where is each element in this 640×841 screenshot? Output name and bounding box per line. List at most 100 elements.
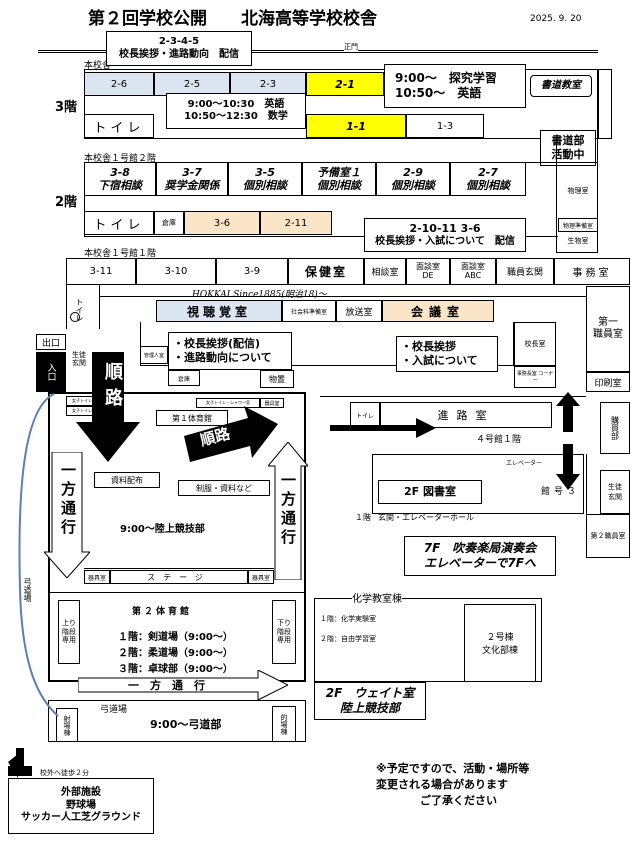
- down-arrow: [556, 444, 580, 490]
- elevator-hall: 玄関・エレベーターホール: [378, 513, 474, 522]
- stairs-up: 上り 階段 専用: [58, 600, 80, 664]
- one-way-label-left: 一方通行: [59, 462, 77, 538]
- principal-room: 校長室: [514, 322, 556, 366]
- walk-label: 校外へ徒歩２分: [40, 769, 89, 777]
- gym2-floor1: １階：剣道場（9:00～）: [118, 632, 233, 643]
- archery-field-label: 弓道場: [100, 705, 128, 715]
- route-arrow-diagonal: [184, 406, 278, 462]
- toilet-icon: [70, 312, 80, 322]
- consultation-room: 相談室: [364, 258, 406, 285]
- gym1-label: 第１体育館: [156, 410, 228, 426]
- conference-room: 会議室: [382, 300, 494, 322]
- room-3-10: 3-10: [136, 258, 216, 285]
- interview-room-de: 面談室 DE: [406, 258, 450, 285]
- student-entrance-west: 生徒 玄関: [72, 351, 86, 367]
- staff-room-2: 第２職員室: [586, 514, 630, 558]
- room-2-5: 2-5: [154, 72, 230, 96]
- room-2-11: 2-11: [260, 211, 332, 235]
- library: 2F 図書室: [378, 480, 482, 504]
- gym2-floor3: ３階：卓球部（9:00～）: [118, 664, 233, 675]
- callout-calligraphy-club: 書道部活動中: [540, 130, 596, 166]
- entrance-label: 入口: [36, 352, 66, 392]
- archery-path-line: [18, 393, 59, 717]
- career-room: 進路室: [380, 402, 552, 428]
- room-3-11: 3-11: [66, 258, 136, 285]
- bldg3-label: ３ 号 館: [539, 486, 575, 495]
- chem-title: 化学教室棟: [352, 590, 402, 605]
- chem-floor1: １階：化学実験室: [320, 615, 376, 623]
- archery-side-label: 弓道場: [23, 578, 32, 602]
- archery-outline: [48, 700, 306, 742]
- student-entrance-east: 生徒 玄関: [600, 470, 630, 514]
- stairs-down: 下り 階段 専用: [272, 600, 296, 664]
- callout-weight-room: 2F ウェイト室陸上競技部: [314, 682, 426, 720]
- elevator-label: エレベーター: [506, 460, 543, 467]
- east-wall: [586, 454, 600, 514]
- date-label: 2025. 9. 20: [530, 14, 582, 24]
- track-event-gym1: 9:00～陸上競技部: [120, 524, 205, 535]
- floor3-building-label: 本校舎: [84, 61, 112, 71]
- nurse-room: 保健室: [288, 258, 364, 285]
- target-range: 的場棟: [272, 706, 296, 742]
- biology-room: 生物室: [558, 233, 598, 249]
- office: 事務室: [554, 258, 630, 285]
- uniform-materials: 制服・資料など: [178, 480, 270, 496]
- building-2-culture: ２号棟 文化部棟: [464, 604, 536, 682]
- broadcast-room: 放送室: [336, 300, 382, 322]
- room-1-1: 1-1: [306, 114, 406, 138]
- outside-arrow: [8, 748, 32, 778]
- inner-block: [140, 322, 514, 366]
- room-2-6: 2-6: [84, 72, 154, 96]
- callout-brass-band: 7F 吹奏楽局演奏会エレベーターで7Fへ: [404, 536, 556, 576]
- callout-conference: ・校長挨拶・入試について: [396, 336, 498, 372]
- floor3-outline: [84, 69, 598, 139]
- hokkai-banner: HOKKAI Since1885(明治18)～: [192, 290, 327, 300]
- toilet-vertical: トイレ: [75, 298, 84, 322]
- room-3-6: 3-6: [184, 211, 260, 235]
- career-corridor: [320, 396, 586, 397]
- materials-distribution: 資料配布: [94, 472, 160, 488]
- one-way-label-horizontal: 一 方 通 行: [128, 679, 205, 692]
- archery-event: 9:00～弓道部: [150, 718, 222, 731]
- one-way-arrow-right: [268, 442, 308, 580]
- calligraphy-room: 書道教室: [530, 75, 592, 97]
- chem-outline: [314, 598, 542, 682]
- interview-room-abc: 面談室 ABC: [450, 258, 496, 285]
- main-gate-label: 正門: [344, 42, 358, 52]
- corridor-line: [100, 296, 586, 297]
- bldg4-label: ４号館１階: [476, 435, 522, 445]
- bldg3-1f-label: １階: [355, 513, 371, 522]
- floor3-right-wing: [598, 69, 612, 139]
- floor3-label: 3階: [55, 100, 78, 115]
- toilet-shower: 女子トイレ・シャワー室: [196, 398, 260, 408]
- one-way-arrow-left: [44, 452, 90, 578]
- gym-floor-divider: [48, 592, 306, 593]
- outer-wall-left: [66, 285, 100, 329]
- gym2-floor2: ２階：柔道場（9:00～）: [118, 648, 233, 659]
- one-way-arrow-horizontal: [78, 670, 288, 700]
- social-prep-room: 社会科準備室: [282, 300, 336, 322]
- external-facilities: 外部施設野球場サッカー人工芝グラウンド: [8, 778, 154, 834]
- room-2-1: 2-1: [306, 72, 384, 96]
- storage-small: 倉庫: [168, 370, 200, 386]
- floor2-building-label: 本校舎１号館２階: [84, 154, 157, 164]
- stage-line: [84, 568, 274, 569]
- route-label-1: 順路: [102, 362, 123, 414]
- note-line-2: 変更される場合があります: [376, 778, 508, 791]
- room-3-9: 3-9: [216, 258, 288, 285]
- page-title: 第２回学校公開 北海高等学校校舎: [88, 9, 377, 29]
- chem-floor2: ２階：自由学習室: [320, 635, 376, 643]
- floor2-right-wing: [556, 139, 598, 253]
- bldg3-outline: [372, 454, 584, 514]
- floor2-toilet: トイレ: [84, 211, 154, 235]
- floor3-toilet: トイレ: [84, 114, 154, 138]
- floor1-building-label: 本校舎１号館１階: [84, 249, 157, 259]
- note-line-1: ※予定ですので、活動・場所等: [376, 762, 530, 775]
- gym2-label: 第２体育館: [132, 607, 193, 617]
- floor2-label: 2階: [55, 195, 78, 210]
